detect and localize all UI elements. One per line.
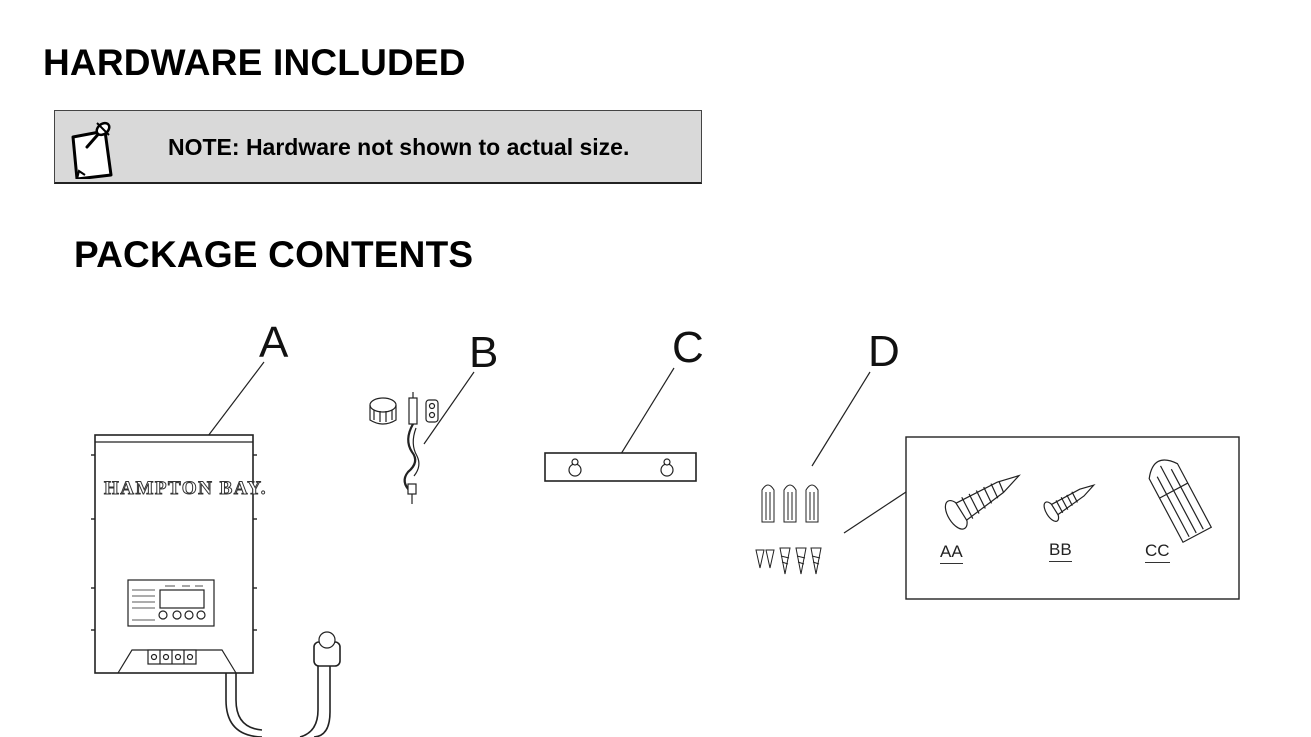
hardware-label-bb: BB <box>1049 540 1072 562</box>
note-box: NOTE: Hardware not shown to actual size. <box>54 110 702 184</box>
hardware-included-heading: HARDWARE INCLUDED <box>43 42 466 83</box>
pushpin-note-icon <box>71 121 113 179</box>
package-contents-heading: PACKAGE CONTENTS <box>74 234 474 275</box>
part-label-a: A <box>259 318 289 367</box>
hardware-label-cc: CC <box>1145 541 1170 563</box>
brand-logo: HAMPTON BAY. <box>104 478 267 500</box>
part-label-b: B <box>469 328 499 377</box>
part-label-c: C <box>672 323 704 372</box>
part-label-d: D <box>868 327 900 376</box>
hardware-label-aa: AA <box>940 542 963 564</box>
note-text: NOTE: Hardware not shown to actual size. <box>168 134 630 160</box>
